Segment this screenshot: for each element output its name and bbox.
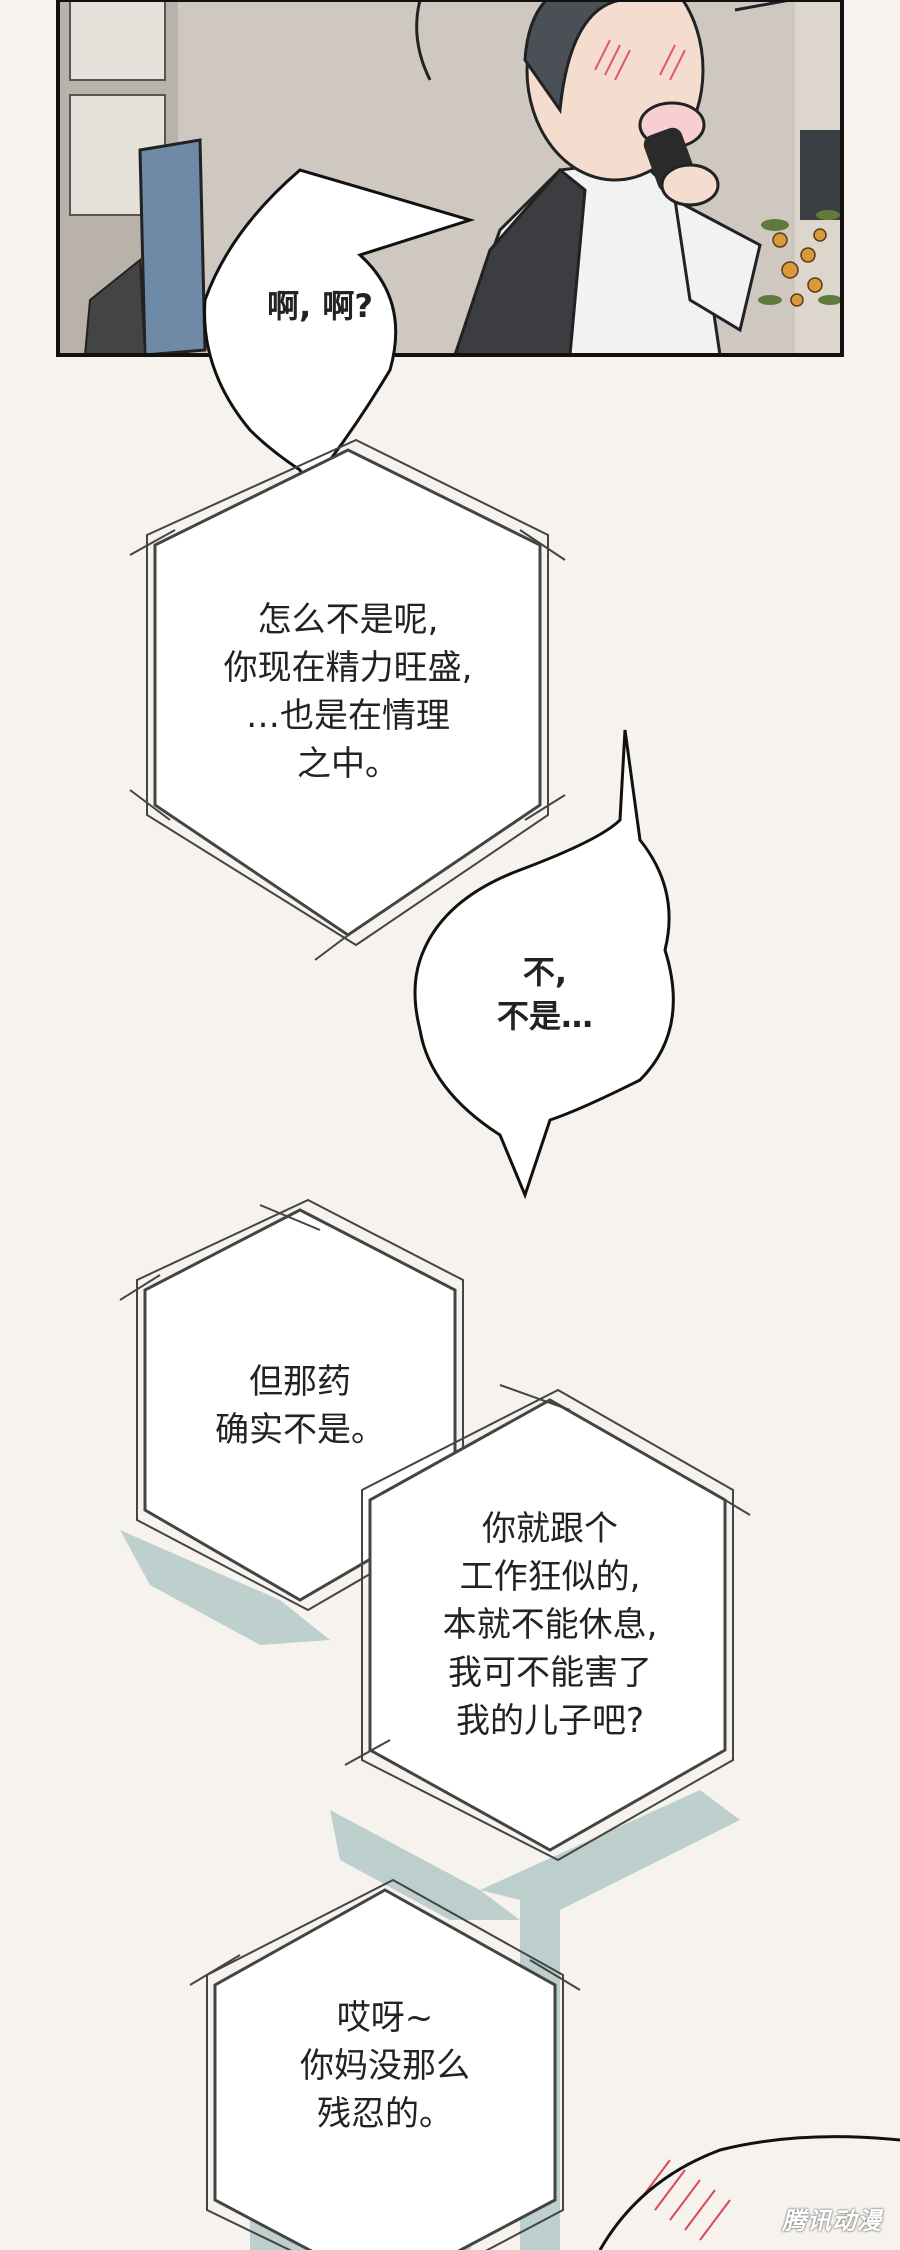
bottom-blush-strokes bbox=[639, 2159, 731, 2241]
narration-3-text: 你就跟个 工作狂似的, 本就不能休息, 我可不能害了 我的儿子吧? bbox=[442, 1509, 658, 1741]
watermark-logo: 腾讯动漫 bbox=[782, 2207, 882, 2235]
speech-bubble-1-shape bbox=[203, 168, 476, 485]
narration-2-text: 但那药 确实不是。 bbox=[215, 1362, 385, 1450]
top-panel bbox=[56, 0, 844, 357]
narration-hex-3-shape bbox=[344, 1384, 751, 1862]
narration-1-text: 怎么不是呢, 你现在精力旺盛, …也是在情理 之中。 bbox=[223, 600, 473, 784]
speech-bubble-2-text: 不, 不是… bbox=[496, 953, 593, 1035]
narration-hex-1-shape bbox=[129, 438, 566, 961]
narration-hex-4-shape bbox=[189, 1878, 581, 2250]
speech-bubble-1-text: 啊, 啊? bbox=[267, 287, 373, 325]
narration-4-text: 哎呀~ 你妈没那么 残忍的。 bbox=[300, 1998, 470, 2134]
speech-bubble-2-shape bbox=[413, 729, 675, 1200]
